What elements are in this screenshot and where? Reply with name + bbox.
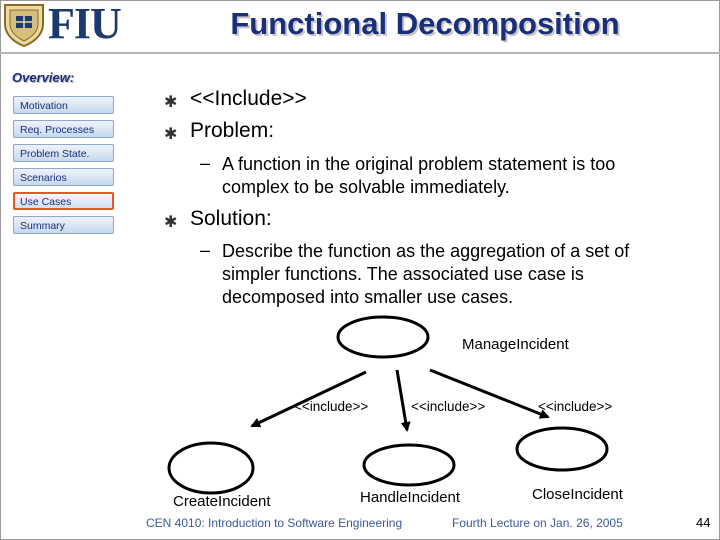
footer-course: CEN 4010: Introduction to Software Engin…	[146, 516, 403, 530]
university-seal-icon	[4, 4, 44, 48]
slide-title: Functional Decomposition	[230, 6, 620, 41]
solution-sub-line-1: Describe the function as the aggregation…	[222, 241, 630, 261]
label-close-incident: CloseIncident	[532, 486, 623, 503]
page-number: 44	[696, 515, 711, 530]
sidebar-heading: Overview:	[12, 70, 75, 85]
bullet-icon: ✱	[164, 214, 178, 231]
footer-lecture: Fourth Lecture on Jan. 26, 2005	[452, 516, 623, 530]
sidebar-item-problem-statement[interactable]: Problem State.	[13, 144, 114, 162]
fiu-logo: FIU	[2, 0, 128, 50]
include-arrow-close	[429, 368, 550, 419]
bullet-icon: ✱	[164, 126, 178, 143]
label-include-2: <<include>>	[411, 399, 486, 414]
solution-sub-line-2: simpler functions. The associated use ca…	[222, 264, 584, 284]
use-case-create-incident	[167, 441, 255, 495]
label-include-3: <<include>>	[538, 399, 613, 414]
bullet-include: <<Include>>	[190, 87, 307, 110]
sidebar-item-use-cases[interactable]: Use Cases	[13, 192, 114, 210]
sidebar-item-motivation[interactable]: Motivation	[13, 96, 114, 114]
use-case-close-incident	[515, 426, 609, 472]
label-handle-incident: HandleIncident	[360, 489, 461, 506]
bullet-icon: ✱	[164, 94, 178, 111]
bullet-solution: Solution:	[190, 207, 272, 230]
use-case-handle-incident	[362, 443, 456, 487]
use-case-manage-incident	[336, 315, 430, 359]
bullet-problem: Problem:	[190, 119, 275, 142]
problem-sub-line-2: complex to be solvable immediately.	[222, 177, 510, 197]
include-arrow-handle	[395, 369, 411, 432]
problem-sub-line-1: A function in the original problem state…	[222, 154, 616, 174]
title-divider	[0, 52, 720, 54]
sub-bullet-dash: –	[200, 153, 211, 173]
sidebar-item-scenarios[interactable]: Scenarios	[13, 168, 114, 186]
label-create-incident: CreateIncident	[173, 493, 271, 510]
sidebar-item-summary[interactable]: Summary	[13, 216, 114, 234]
solution-sub-line-3: decomposed into smaller use cases.	[222, 287, 514, 307]
include-arrow-create	[250, 370, 367, 428]
label-include-1: <<include>>	[294, 399, 369, 414]
logo-text: FIU	[48, 0, 122, 48]
sidebar-item-req-processes[interactable]: Req. Processes	[13, 120, 114, 138]
label-manage-incident: ManageIncident	[462, 336, 569, 353]
sub-bullet-dash: –	[200, 240, 211, 260]
